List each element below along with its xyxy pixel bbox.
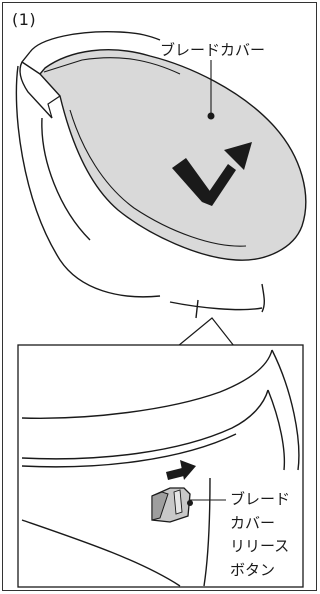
release-button-label-line4: ボタン — [230, 559, 290, 583]
release-button-label: ブレード カバー リリース ボタン — [230, 488, 290, 582]
release-button-label-line1: ブレード — [230, 488, 290, 512]
zoom-leader — [178, 318, 234, 346]
release-button-label-line2: カバー — [230, 512, 290, 536]
release-button-label-line3: リリース — [230, 535, 290, 559]
leader-dot-top — [208, 113, 215, 120]
blade-cover-label: ブレードカバー — [160, 39, 265, 60]
leader-dot-bottom — [187, 500, 193, 506]
